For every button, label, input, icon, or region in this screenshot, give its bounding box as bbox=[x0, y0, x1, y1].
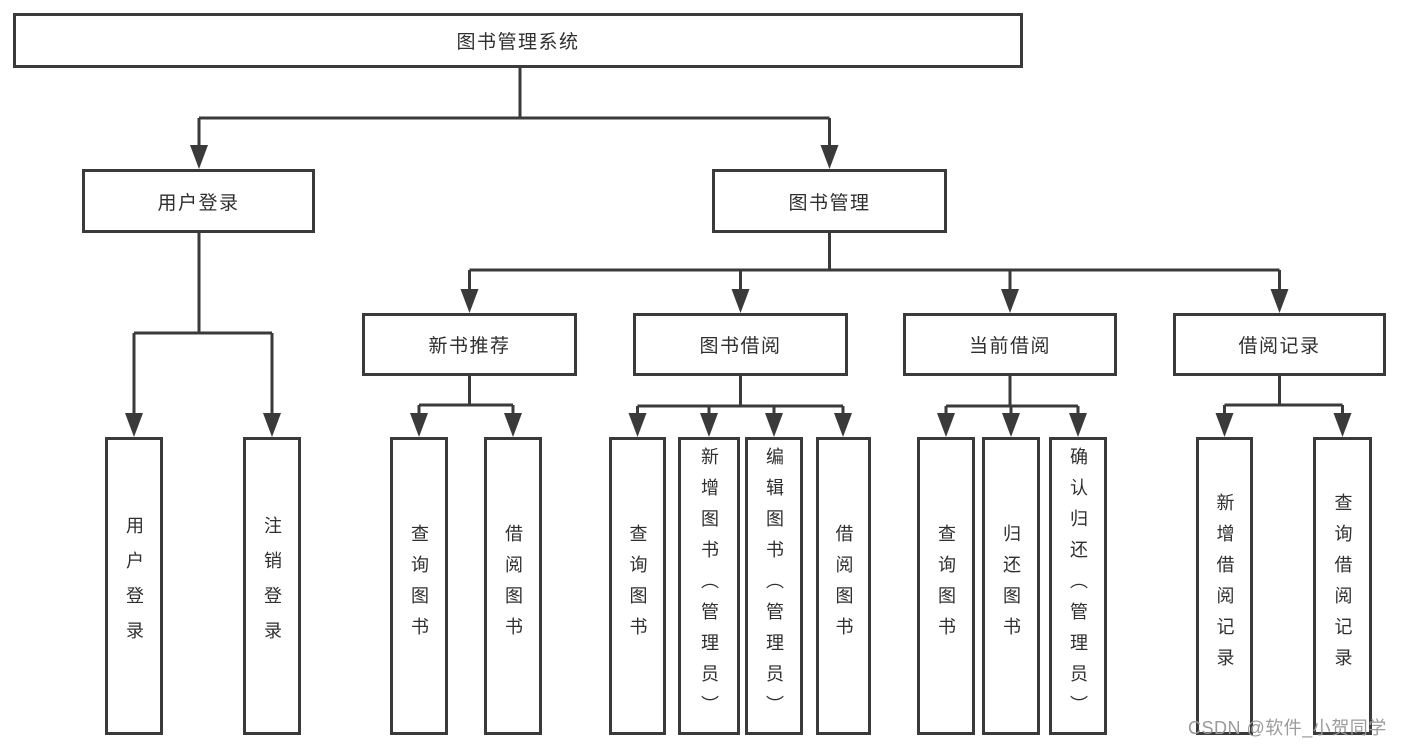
node-label: 当前借阅 bbox=[968, 336, 1051, 357]
leaf-add-book-admin: 新增图书（管理员） bbox=[678, 437, 740, 735]
node-book-management: 图书管理 bbox=[712, 169, 947, 233]
node-label: 查询图书 bbox=[627, 524, 648, 648]
leaf-borrow-books: 借阅图书 bbox=[816, 437, 871, 735]
node-label: 新增借阅记录 bbox=[1214, 493, 1235, 679]
leaf-query-books-recommend: 查询图书 bbox=[390, 437, 448, 735]
node-new-book-recommendation: 新书推荐 bbox=[362, 313, 577, 376]
arrow-down-icon bbox=[1069, 413, 1087, 437]
node-label: 借阅图书 bbox=[503, 524, 523, 648]
node-user-login-branch: 用户登录 bbox=[82, 169, 315, 233]
node-label: 确认归还（管理员） bbox=[1068, 446, 1088, 726]
arrow-down-icon bbox=[1001, 289, 1019, 313]
arrow-down-icon bbox=[628, 413, 647, 437]
node-label: 新增图书（管理员） bbox=[699, 446, 719, 726]
arrow-down-icon bbox=[1333, 413, 1352, 437]
node-label: 用户登录 bbox=[157, 192, 240, 214]
arrow-down-icon bbox=[834, 413, 852, 437]
leaf-edit-book-admin: 编辑图书（管理员） bbox=[745, 437, 803, 735]
leaf-query-books-borrowing: 查询图书 bbox=[609, 437, 666, 735]
node-label: 编辑图书（管理员） bbox=[764, 446, 784, 726]
node-label: 查询借阅记录 bbox=[1332, 493, 1353, 679]
arrow-down-icon bbox=[263, 413, 281, 437]
node-label: 图书借阅 bbox=[699, 336, 782, 357]
leaf-user-login: 用户登录 bbox=[105, 437, 163, 735]
node-label: 借阅记录 bbox=[1238, 336, 1321, 357]
arrow-down-icon bbox=[700, 413, 718, 437]
arrow-down-icon bbox=[410, 413, 428, 437]
node-label: 用户登录 bbox=[124, 516, 144, 656]
node-label: 图书管理系统 bbox=[456, 32, 580, 53]
node-label: 借阅图书 bbox=[833, 524, 854, 648]
node-library-management-system: 图书管理系统 bbox=[13, 13, 1023, 68]
leaf-confirm-return-admin: 确认归还（管理员） bbox=[1049, 437, 1107, 735]
arrow-down-icon bbox=[460, 289, 479, 313]
arrow-down-icon bbox=[1002, 413, 1020, 437]
arrow-down-icon bbox=[731, 289, 750, 313]
leaf-query-books-current: 查询图书 bbox=[917, 437, 975, 735]
arrow-down-icon bbox=[765, 413, 783, 437]
leaf-query-borrow-record: 查询借阅记录 bbox=[1313, 437, 1372, 735]
arrow-down-icon bbox=[820, 145, 839, 169]
leaf-add-borrow-record: 新增借阅记录 bbox=[1196, 437, 1253, 735]
node-current-borrowing: 当前借阅 bbox=[903, 313, 1117, 376]
node-label: 新书推荐 bbox=[428, 336, 511, 357]
leaf-borrow-books-recommend: 借阅图书 bbox=[484, 437, 542, 735]
node-label: 注销登录 bbox=[262, 516, 282, 656]
node-label: 归还图书 bbox=[1001, 524, 1021, 648]
node-label: 图书管理 bbox=[788, 192, 871, 214]
node-book-borrowing: 图书借阅 bbox=[633, 313, 848, 376]
node-label: 查询图书 bbox=[936, 524, 956, 648]
arrow-down-icon bbox=[937, 413, 955, 437]
arrow-down-icon bbox=[190, 145, 208, 169]
arrow-down-icon bbox=[1215, 413, 1234, 437]
node-borrowing-records: 借阅记录 bbox=[1173, 313, 1386, 376]
arrow-down-icon bbox=[504, 413, 522, 437]
csdn-watermark: CSDN @软件_小贺同学 bbox=[1188, 718, 1387, 738]
leaf-logout: 注销登录 bbox=[243, 437, 301, 735]
arrow-down-icon bbox=[125, 413, 143, 437]
leaf-return-book: 归还图书 bbox=[982, 437, 1040, 735]
arrow-down-icon bbox=[1270, 289, 1289, 313]
node-label: 查询图书 bbox=[409, 524, 429, 648]
